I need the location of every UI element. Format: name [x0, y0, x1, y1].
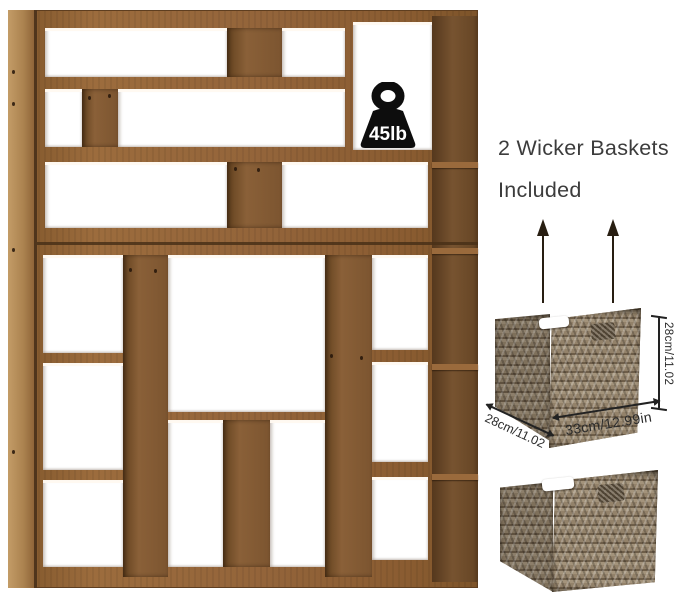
wicker-basket	[500, 452, 660, 592]
basket-handle-wrap	[597, 482, 625, 504]
height-dimension-label: 28cm/11.02	[662, 322, 674, 386]
up-arrow-icon	[536, 219, 550, 303]
shelf-pin-hole	[330, 354, 333, 358]
shelf-compartment	[270, 420, 325, 567]
shelf-wood-panel	[223, 420, 270, 567]
shelf-compartment	[372, 477, 428, 560]
shelf-unit-seam	[8, 242, 478, 245]
weight-capacity-icon: 45lb	[360, 82, 416, 148]
shelf-board-edge	[432, 162, 478, 168]
shelf-compartment	[43, 255, 123, 353]
bookshelf-side-panel	[8, 10, 37, 588]
shelf-compartment	[372, 255, 428, 350]
shelf-pin-hole	[12, 102, 15, 106]
shelf-pin-hole	[154, 269, 157, 273]
shelf-wood-panel	[325, 255, 372, 577]
shelf-pin-hole	[234, 167, 237, 171]
shelf-pin-hole	[12, 248, 15, 252]
shelf-compartment	[43, 480, 123, 567]
wicker-basket-dimensioned	[495, 306, 645, 448]
basket-handle-wrap	[590, 321, 616, 342]
shelf-compartment	[45, 162, 227, 228]
shelf-pin-hole	[108, 94, 111, 98]
shelf-compartment	[118, 89, 345, 147]
arrow-shaft	[542, 234, 544, 303]
shelf-compartment	[168, 420, 223, 567]
shelf-board-edge	[432, 364, 478, 370]
shelf-right-column	[432, 16, 478, 582]
dimension-arrow-end	[652, 396, 662, 406]
shelf-compartment	[282, 162, 428, 228]
shelf-pin-hole	[129, 268, 132, 272]
bookshelf: 45lb	[8, 10, 478, 588]
shelf-compartment	[45, 28, 227, 77]
shelf-pin-hole	[257, 168, 260, 172]
shelf-wood-panel	[227, 28, 282, 77]
arrow-shaft	[612, 234, 614, 303]
annotation-line-1: 2 Wicker Baskets	[498, 136, 669, 160]
shelf-wood-panel	[227, 162, 282, 228]
shelf-pin-hole	[12, 450, 15, 454]
shelf-wood-panel	[123, 255, 168, 577]
weight-capacity-label: 45lb	[369, 124, 407, 145]
shelf-pin-hole	[12, 70, 15, 74]
annotation-line-2: Included	[498, 178, 582, 202]
shelf-pin-hole	[88, 96, 91, 100]
shelf-compartment	[168, 255, 325, 412]
shelf-compartment	[372, 362, 428, 462]
up-arrow-icon	[606, 219, 620, 303]
shelf-compartment	[45, 89, 82, 147]
dimension-arrow-end	[551, 412, 560, 422]
height-dimension: 28cm/11.02	[648, 312, 678, 412]
arrow-head	[607, 219, 619, 236]
shelf-board-edge	[432, 474, 478, 480]
arrow-head	[537, 219, 549, 236]
basket-side-face	[500, 482, 553, 592]
shelf-pin-hole	[360, 356, 363, 360]
shelf-compartment	[282, 28, 345, 77]
shelf-compartment	[43, 363, 123, 470]
shelf-board-edge	[432, 248, 478, 254]
height-dimension-line	[658, 316, 660, 408]
